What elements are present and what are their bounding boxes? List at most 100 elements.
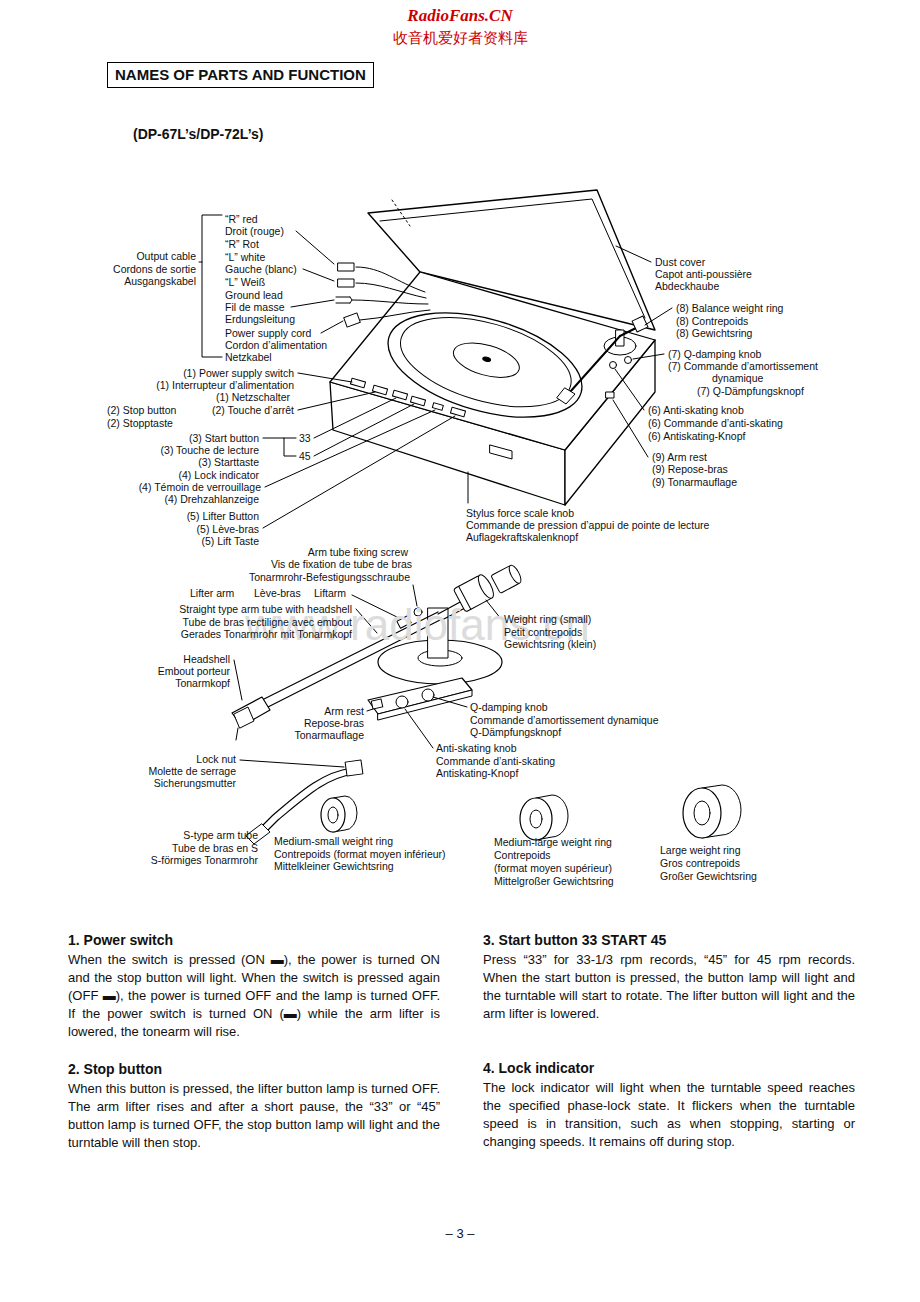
part-label: Antiskating-Knopf xyxy=(436,767,518,779)
part-label: Droit (rouge) xyxy=(225,225,284,237)
part-label: (6) Commande d’anti-skating xyxy=(648,417,783,429)
part-label: Anti-skating knob xyxy=(436,742,517,754)
dust-cover-edge xyxy=(392,200,410,226)
part-label: “L” white xyxy=(225,251,265,263)
part-label: Commande de pression d’appui de pointe d… xyxy=(466,519,709,531)
cables xyxy=(336,263,430,327)
part-label: Headshell xyxy=(183,653,230,665)
part-label: (7) Q-damping knob xyxy=(668,348,761,360)
part-label: Repose-bras xyxy=(304,717,364,729)
section-heading: 1. Power switch xyxy=(68,932,173,949)
part-label: Lock nut xyxy=(196,753,236,765)
leader-lines xyxy=(263,231,672,528)
part-label: Capot anti-poussière xyxy=(655,268,752,280)
part-label: Commande d’anti-skating xyxy=(436,755,555,767)
part-label: Medium-small weight ring xyxy=(274,835,393,847)
part-label: (6) Antiskating-Knopf xyxy=(648,430,745,442)
part-label: Tonarmauflage xyxy=(295,729,364,741)
part-label: Arm tube fixing screw xyxy=(308,546,408,558)
page-number: – 3 – xyxy=(446,1226,475,1242)
part-label: “R” Rot xyxy=(225,238,259,250)
part-label: Auflagekraftskalenknopf xyxy=(466,531,578,543)
part-label: Q-Dämpfungsknopf xyxy=(470,726,561,738)
body-text: When this button is pressed, the lifter … xyxy=(68,1080,440,1152)
part-label: (1) Netzschalter xyxy=(216,391,290,403)
part-label: Tube de bras en S xyxy=(172,842,258,854)
bracket xyxy=(202,215,222,357)
part-label: Netzkabel xyxy=(225,351,272,363)
body-text: When the switch is pressed (ON ▬), the p… xyxy=(68,951,440,1041)
part-label: (1) Interrupteur d’alimentation xyxy=(156,379,294,391)
part-label: dynamique xyxy=(712,372,763,384)
part-label: Q-damping knob xyxy=(470,701,548,713)
part-label: Weight ring (small) xyxy=(504,613,591,625)
section-title: NAMES OF PARTS AND FUNCTION xyxy=(107,62,374,88)
part-label: (3) Touche de lecture xyxy=(161,444,259,456)
part-label: Stylus force scale knob xyxy=(466,507,574,519)
part-label: 45 xyxy=(299,450,311,462)
part-label: (6) Anti-skating knob xyxy=(648,404,744,416)
part-label: Mittelgroßer Gewichtsring xyxy=(494,875,614,887)
part-label: Dust cover xyxy=(655,256,705,268)
part-label: (3) Starttaste xyxy=(198,456,259,468)
part-label: (9) Tonarmauflage xyxy=(652,476,737,488)
part-label: Straight type arm tube with headshell xyxy=(179,603,352,615)
part-label: (2) Stop button xyxy=(107,404,176,416)
part-label: Medium-large weight ring xyxy=(494,836,612,848)
part-label: (4) Lock indicator xyxy=(178,469,259,481)
part-label: Molette de serrage xyxy=(148,765,236,777)
part-label: (2) Touche d’arrêt xyxy=(212,404,294,416)
section-heading: 2. Stop button xyxy=(68,1061,162,1078)
part-label: (7) Q-Dämpfungsknopf xyxy=(697,385,804,397)
part-label: (2) Stopptaste xyxy=(107,417,173,429)
part-label: Erdungsleitung xyxy=(225,313,295,325)
part-label: Tonarmrohr-Befestigungsschraube xyxy=(249,571,410,583)
part-label: Liftarm xyxy=(314,587,346,599)
part-label: (4) Drehzahlanzeige xyxy=(164,493,259,505)
part-label: Gerades Tonarmrohr mit Tonarmkopf xyxy=(181,628,352,640)
part-label: Tube de bras rectiligne avec embout xyxy=(183,616,352,628)
platter xyxy=(376,293,594,437)
part-label: Cordon d’alimentation xyxy=(225,339,327,351)
part-label: S-type arm tube xyxy=(183,829,258,841)
badge xyxy=(490,445,512,459)
part-label: Fil de masse xyxy=(225,301,285,313)
part-label: Arm rest xyxy=(324,705,364,717)
part-label: (8) Balance weight ring xyxy=(676,302,783,314)
part-label: Sicherungsmutter xyxy=(154,777,236,789)
part-label: S-förmiges Tonarmrohr xyxy=(151,854,258,866)
part-label: Abdeckhaube xyxy=(655,280,719,292)
section-heading: 4. Lock indicator xyxy=(483,1060,594,1077)
part-label: (3) Start button xyxy=(189,432,259,444)
part-label: “L” Weiß xyxy=(225,276,265,288)
part-label: “R” red xyxy=(225,213,258,225)
part-label: Commande d’amortissement dynamique xyxy=(470,714,659,726)
part-label: Lève-bras xyxy=(254,587,301,599)
part-label: Großer Gewichtsring xyxy=(660,870,757,882)
part-label: (5) Lève-bras xyxy=(197,523,259,535)
part-label: (8) Contrepoids xyxy=(676,315,748,327)
part-label: Tonarmkopf xyxy=(175,677,230,689)
part-label: Gauche (blanc) xyxy=(225,263,297,275)
part-label: (format moyen supérieur) xyxy=(494,862,612,874)
part-label: (9) Repose-bras xyxy=(652,463,728,475)
section-heading: 3. Start button 33 START 45 xyxy=(483,932,666,949)
part-label: (7) Commande d’amortissement xyxy=(668,360,818,372)
part-label: Petit contrepoids xyxy=(504,626,582,638)
part-label: (5) Lifter Button xyxy=(187,510,259,522)
weight-rings xyxy=(321,785,741,840)
part-label: Power supply cord xyxy=(225,327,311,339)
part-label: Output cable xyxy=(136,250,196,262)
part-label: 33 xyxy=(299,432,311,444)
base-top xyxy=(330,272,655,450)
part-label: (4) Témoin de verrouillage xyxy=(139,481,261,493)
part-label: (5) Lift Taste xyxy=(201,535,259,547)
part-label: Large weight ring xyxy=(660,844,741,856)
body-text: Press “33” for 33-1/3 rpm records, “45” … xyxy=(483,951,855,1023)
part-label: Contrepoids (format moyen inférieur) xyxy=(274,848,446,860)
part-label: Vis de fixation de tube de bras xyxy=(271,558,412,570)
front-buttons xyxy=(350,378,465,417)
part-label: (8) Gewichtsring xyxy=(676,327,752,339)
body-text: The lock indicator will light when the t… xyxy=(483,1079,855,1151)
part-label: Embout porteur xyxy=(158,665,230,677)
